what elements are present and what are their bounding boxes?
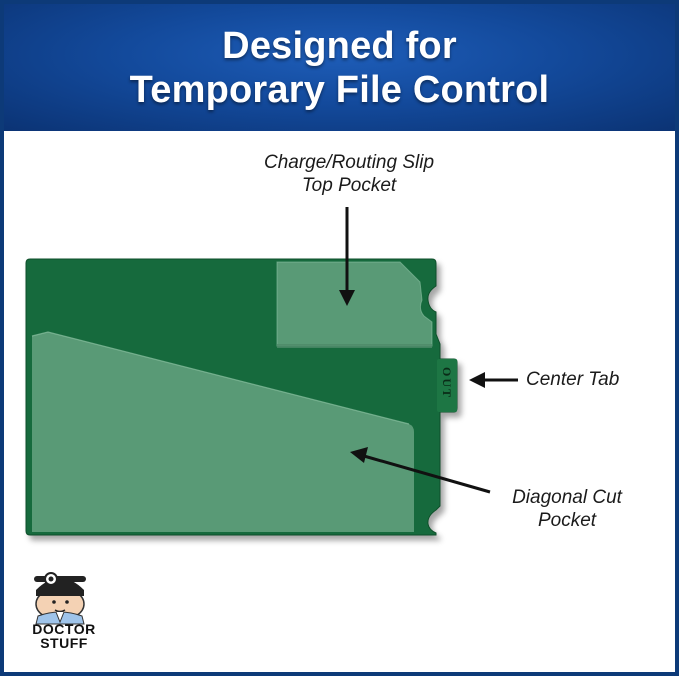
diagonal-pocket-label: Diagonal Cut Pocket bbox=[492, 486, 642, 532]
top-pocket bbox=[277, 262, 432, 346]
doctor-mascot-icon bbox=[34, 572, 86, 625]
banner-title-line-1: Designed for bbox=[222, 24, 457, 67]
arrow-left-diagonal-icon bbox=[350, 447, 491, 494]
folder-illustration: OUT bbox=[25, 207, 518, 625]
title-banner: Designed for Temporary File Control bbox=[4, 4, 675, 131]
diagonal-cut-pocket bbox=[32, 332, 414, 532]
diagonal-pocket-label-line-2: Pocket bbox=[537, 510, 597, 531]
doctor-stuff-logo: DOCTOR STUFF bbox=[29, 622, 99, 650]
arrow-left-icon bbox=[469, 372, 518, 388]
tab-out-text: OUT bbox=[440, 367, 454, 399]
logo-line-2: STUFF bbox=[40, 635, 88, 651]
diagonal-pocket-label-line-1: Diagonal Cut bbox=[512, 487, 622, 508]
banner-title-line-2: Temporary File Control bbox=[129, 68, 550, 111]
top-pocket-label-line-1: Charge/Routing Slip bbox=[263, 152, 435, 173]
top-pocket-label: Charge/Routing Slip Top Pocket bbox=[229, 151, 469, 197]
center-tab-label: Center Tab bbox=[526, 369, 620, 390]
top-pocket-label-line-2: Top Pocket bbox=[301, 175, 397, 196]
logo-line-1: DOCTOR bbox=[32, 621, 96, 637]
center-tab bbox=[437, 359, 457, 412]
arrow-down-icon bbox=[339, 207, 355, 306]
